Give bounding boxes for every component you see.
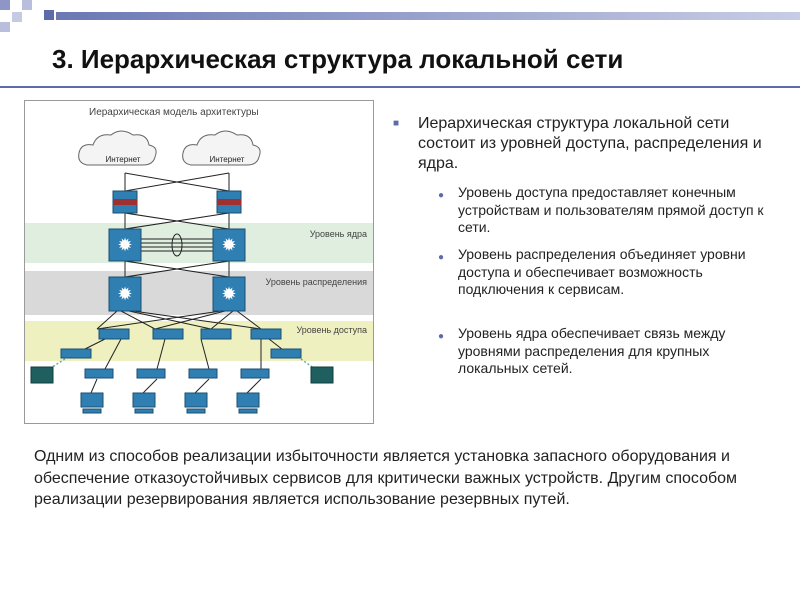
svg-text:✹: ✹: [221, 284, 236, 305]
network-topology: Интернет Интернет ✹ ✹ ✹: [30, 130, 334, 414]
switch-icon: [250, 328, 282, 340]
multilayer-switch-icon: ✹: [108, 228, 142, 262]
svg-text:✹: ✹: [221, 235, 236, 256]
switch-icon: [270, 348, 302, 359]
bullet-access-layer: Уровень доступа предоставляет конечным у…: [458, 184, 764, 235]
wireless-ap-icon: [30, 366, 54, 384]
intro-paragraph: Иерархическая структура локальной сети с…: [418, 115, 762, 172]
pc-icon: [236, 392, 260, 414]
slide-title: 3. Иерархическая структура локальной сет…: [52, 44, 624, 74]
bullet-marker: ●: [438, 252, 445, 263]
diagram-title: Иерархическая модель архитектуры: [89, 107, 259, 118]
distribution-layer-band: Уровень распределения: [25, 271, 373, 315]
intro-bullet-marker: ■: [393, 118, 400, 129]
bullet-distribution-layer: Уровень распределения объединяет уровни …: [458, 246, 746, 297]
router-icon: [216, 190, 242, 214]
switch-icon: [200, 328, 232, 340]
cloud-icon: Интернет: [182, 130, 261, 166]
pc-icon: [80, 392, 104, 414]
core-layer-label: Уровень ядра: [309, 229, 367, 239]
pc-icon: [132, 392, 156, 414]
internet-left-label: Интернет: [106, 155, 141, 164]
bullet-core-layer: Уровень ядра обеспечивает связь между ур…: [458, 325, 726, 376]
bullet-marker: ●: [438, 331, 445, 342]
switch-icon: [60, 348, 92, 359]
redundancy-paragraph: Одним из способов реализации избыточност…: [34, 448, 738, 508]
svg-text:✹: ✹: [117, 235, 132, 256]
internet-right-label: Интернет: [210, 155, 245, 164]
access-layer-label: Уровень доступа: [296, 325, 367, 335]
switch-icon: [84, 368, 114, 379]
multilayer-switch-icon: ✹: [212, 276, 246, 312]
switch-icon: [152, 328, 184, 340]
title-underline: [0, 86, 800, 88]
switch-icon: [240, 368, 270, 379]
distribution-layer-label: Уровень распределения: [265, 277, 367, 287]
pc-icon: [184, 392, 208, 414]
access-layer-band: Уровень доступа: [25, 321, 373, 361]
cloud-icon: Интернет: [78, 130, 157, 166]
header-decoration: [0, 0, 800, 32]
bullet-marker: ●: [438, 190, 445, 201]
multilayer-switch-icon: ✹: [212, 228, 246, 262]
svg-text:✹: ✹: [117, 284, 132, 305]
switch-icon: [136, 368, 166, 379]
hierarchy-diagram: Уровень ядра Уровень распределения Урове…: [24, 100, 374, 424]
router-icon: [112, 190, 138, 214]
switch-icon: [188, 368, 218, 379]
multilayer-switch-icon: ✹: [108, 276, 142, 312]
switch-icon: [98, 328, 130, 340]
wireless-ap-icon: [310, 366, 334, 384]
